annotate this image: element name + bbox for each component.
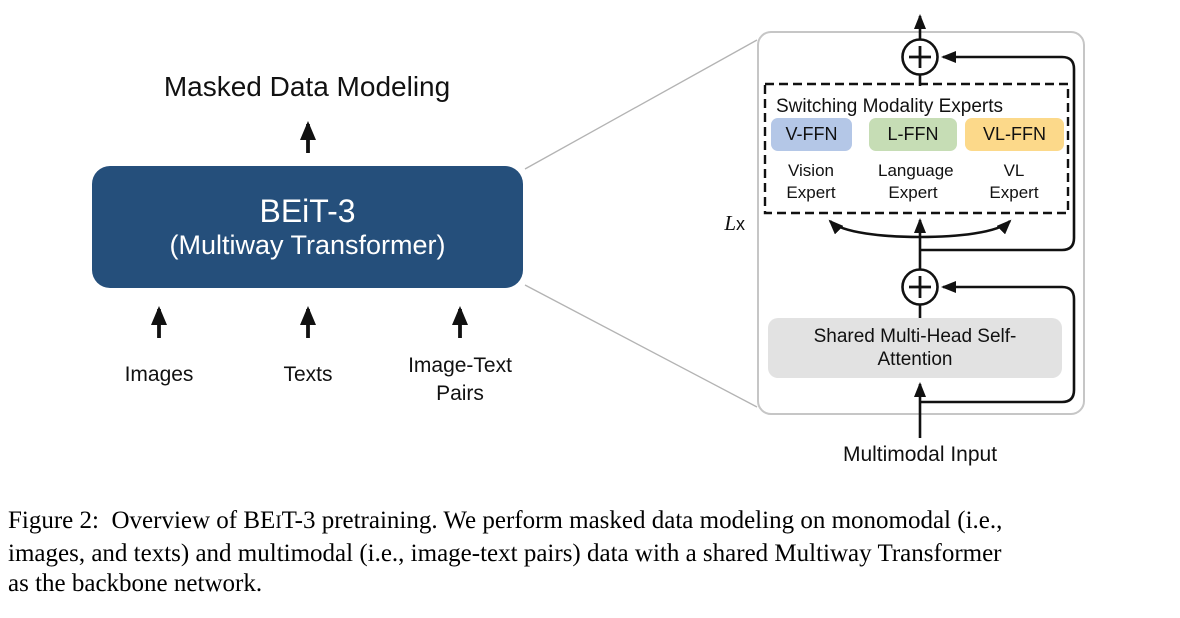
caption-line1-smallcap: I: [275, 512, 282, 533]
l-ffn-box: L-FFN: [869, 118, 957, 151]
caption-line1-post: T-3 pretraining. We perform masked data …: [281, 507, 1003, 534]
vl-expert-label: VL Expert: [989, 161, 1039, 202]
vision-expert-label: Vision Expert: [786, 161, 836, 202]
figure-caption: Figure 2: Overview of BEIT-3 pretraining…: [8, 506, 1172, 600]
beit3-box-title: BEiT-3: [259, 193, 356, 229]
shared-attention-box: Shared Multi-Head Self-Attention: [768, 318, 1062, 378]
switching-modality-experts-label: Switching Modality Experts: [776, 96, 1004, 117]
input-label-image-text-pairs: Image-Text Pairs: [408, 354, 512, 405]
beit3-box-subtitle: (Multiway Transformer): [169, 230, 446, 260]
multimodal-input-label: Multimodal Input: [842, 443, 998, 466]
input-label-texts: Texts: [283, 363, 333, 386]
masked-data-modeling-title: Masked Data Modeling: [163, 71, 451, 102]
layers-count-x: x: [736, 214, 745, 234]
shared-attention-label: Shared Multi-Head Self-Attention: [813, 326, 1017, 370]
caption-line-3: as the backbone network.: [8, 570, 263, 597]
caption-line1-pre: Figure 2: Overview of BE: [8, 507, 276, 534]
v-ffn-box: V-FFN: [771, 118, 852, 151]
input-label-images: Images: [124, 363, 194, 386]
caption-line-1: Figure 2: Overview of BEIT-3 pretraining…: [8, 506, 1172, 539]
vl-ffn-box: VL-FFN: [965, 118, 1064, 151]
caption-line-2: images, and texts) and multimodal (i.e.,…: [8, 539, 1002, 567]
beit3-box: BEiT-3 (Multiway Transformer): [92, 166, 523, 288]
layers-count-l: L: [724, 211, 736, 235]
layers-count-label: Lx: [701, 211, 745, 236]
language-expert-label: Language Expert: [878, 161, 954, 202]
